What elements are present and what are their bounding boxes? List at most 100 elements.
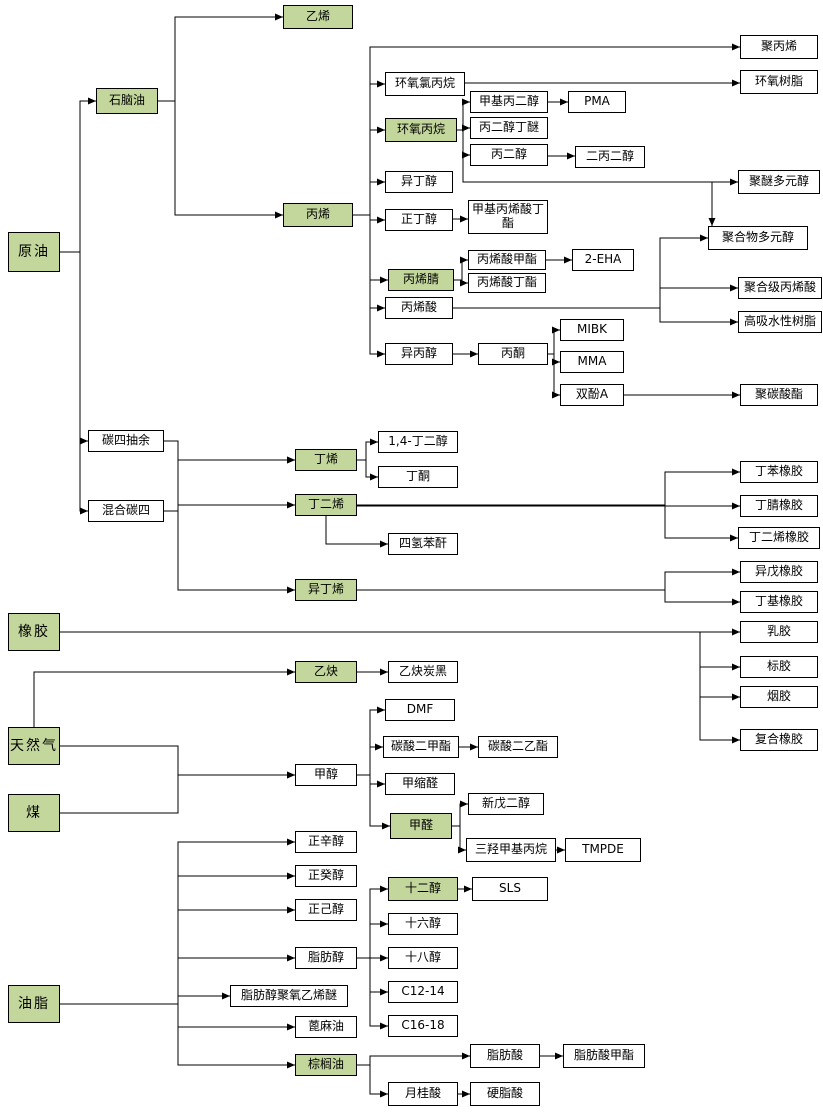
edge-crude-oil-to-mixed-c4: [60, 251, 88, 515]
node-c12-14: C12-14: [388, 981, 458, 1003]
edge-oils-to-aeo: [60, 992, 230, 1005]
edge-fatty-alcohol-to-c12-14: [357, 957, 388, 996]
node-br: 丁二烯橡胶: [738, 527, 820, 549]
node-methanol: 甲醇: [295, 764, 357, 786]
edge-methanol-to-dmc: [357, 743, 383, 776]
node-isobutanol: 异丁醇: [385, 171, 453, 193]
node-bdo: 1,4-丁二醇: [378, 431, 458, 453]
edge-natural-gas-to-methanol: [60, 745, 295, 779]
edge-butadiene-to-thpa: [325, 516, 388, 548]
edge-formaldehyde-to-tmp: [452, 825, 466, 854]
node-rubber: 橡胶: [8, 613, 60, 651]
node-dipropylene-glycol: 二丙二醇: [575, 146, 645, 168]
edge-natural-gas-to-acetylene: [33, 668, 295, 727]
node-epichlorohydrin: 环氧氯丙烷: [385, 72, 465, 96]
node-polyether-polyol: 聚醚多元醇: [738, 170, 820, 194]
node-two-eha: 2-EHA: [572, 249, 634, 271]
node-tmpde: TMPDE: [565, 838, 641, 862]
node-rss: 烟胶: [740, 686, 818, 708]
edge-formaldehyde-to-npg: [452, 800, 468, 827]
edge-butene-to-bdo: [357, 438, 378, 461]
edge-propylene-to-acrylic-acid: [353, 214, 385, 312]
node-isobutylene: 异丁烯: [295, 579, 357, 601]
node-propylene-glycol: 丙二醇: [470, 144, 548, 166]
edge-palm-oil-to-fatty-acid: [357, 1052, 470, 1066]
node-lauryl-alcohol: 十二醇: [388, 877, 458, 901]
node-natural-gas: 天然气: [8, 727, 60, 765]
node-n-decanol: 正癸醇: [295, 865, 357, 887]
node-nbr: 丁腈橡胶: [740, 495, 818, 517]
node-aeo: 脂肪醇聚氧乙烯醚: [230, 985, 348, 1007]
node-crude-oil: 原油: [8, 232, 60, 272]
node-butadiene: 丁二烯: [295, 494, 357, 516]
node-thpa: 四氢苯酐: [388, 533, 458, 555]
node-sbr: 丁苯橡胶: [740, 461, 818, 483]
node-acetone: 丙酮: [478, 343, 548, 365]
node-propylene: 丙烯: [283, 203, 353, 227]
node-naphtha: 石脑油: [96, 88, 158, 114]
node-c4-raffinate: 碳四抽余: [88, 430, 164, 452]
edge-mixed-c4-to-butadiene: [164, 501, 295, 512]
edge-c4-raffinate-to-butene: [164, 440, 295, 464]
edge-mixed-c4-to-isobutylene: [164, 510, 295, 594]
node-tsr: 标胶: [740, 656, 818, 678]
node-stearyl-alcohol: 十八醇: [388, 947, 458, 969]
node-methyl-acrylate: 丙烯酸甲酯: [468, 250, 546, 270]
node-propylene-oxide: 环氧丙烷: [385, 118, 457, 142]
node-isopropanol: 异丙醇: [385, 343, 453, 365]
node-formaldehyde: 甲醛: [390, 813, 452, 839]
edge-propylene-to-isobutanol: [353, 178, 385, 216]
node-coal: 煤: [8, 794, 60, 832]
edge-palm-oil-to-lauric-acid: [357, 1064, 388, 1098]
node-pg-butyl-ether: 丙二醇丁醚: [470, 117, 548, 139]
node-polypropylene: 聚丙烯: [740, 35, 818, 59]
node-butyl-acrylate: 丙烯酸丁酯: [468, 273, 546, 293]
edge-propylene-oxide-to-polyether-polyol: [457, 129, 738, 186]
edge-acrylonitrile-to-methyl-acrylate: [454, 256, 468, 281]
edge-naphtha-to-propylene: [158, 100, 283, 219]
edge-naphtha-to-ethylene: [158, 13, 283, 102]
edge-crude-oil-to-naphtha: [60, 97, 96, 253]
node-c16-18: C16-18: [388, 1015, 458, 1037]
edge-acrylonitrile-to-butyl-acrylate: [454, 279, 468, 287]
edge-acetone-to-bisphenol-a: [548, 353, 560, 399]
edge-butadiene-to-br: [357, 504, 738, 542]
node-polycarbonate: 聚碳酸酯: [740, 384, 818, 406]
edge-mixed-c4-to-butene: [164, 456, 295, 512]
node-mibk: MIBK: [560, 319, 624, 341]
edge-butene-to-mek: [357, 459, 378, 481]
node-n-hexanol: 正己醇: [295, 899, 357, 921]
node-palm-oil: 棕榈油: [295, 1054, 357, 1076]
node-lauric-acid: 月桂酸: [388, 1082, 458, 1106]
edge-coal-to-methanol: [60, 771, 295, 814]
edge-methanol-to-methylal: [357, 774, 385, 788]
node-fatty-alcohol: 脂肪醇: [295, 947, 357, 969]
node-stearic-acid: 硬脂酸: [470, 1082, 540, 1106]
node-oils: 油脂: [8, 985, 60, 1023]
node-tmp: 三羟甲基丙烷: [466, 838, 556, 862]
node-n-octanol: 正辛醇: [295, 831, 357, 853]
node-dmc: 碳酸二甲酯: [383, 736, 459, 758]
node-cetyl-alcohol: 十六醇: [388, 913, 458, 935]
node-fame: 脂肪酸甲酯: [563, 1044, 645, 1068]
edge-oils-to-palm-oil: [60, 1003, 295, 1069]
node-castor-oil: 蓖麻油: [295, 1016, 357, 1038]
node-mek: 丁酮: [378, 466, 458, 488]
edge-propylene-to-n-butanol: [353, 214, 385, 224]
edge-propylene-oxide-to-methyl-propanediol: [457, 98, 470, 131]
edge-acetone-to-mibk: [548, 326, 560, 355]
node-ir: 异戊橡胶: [740, 561, 818, 583]
node-butene: 丁烯: [295, 449, 357, 471]
node-methylal: 甲缩醛: [385, 773, 455, 795]
node-butyl-methacrylate: 甲基丙烯酸丁酯: [468, 200, 548, 234]
edge-propylene-to-propylene-oxide: [353, 126, 385, 216]
node-sls: SLS: [472, 877, 548, 901]
node-pg-acrylic-acid: 聚合级丙烯酸: [738, 277, 822, 299]
edge-crude-oil-to-c4-raffinate: [60, 251, 88, 445]
node-methyl-propanediol: 甲基丙二醇: [470, 91, 548, 113]
node-n-butanol: 正丁醇: [385, 209, 453, 231]
node-ethylene: 乙烯: [283, 5, 353, 29]
node-latex: 乳胶: [740, 621, 818, 643]
